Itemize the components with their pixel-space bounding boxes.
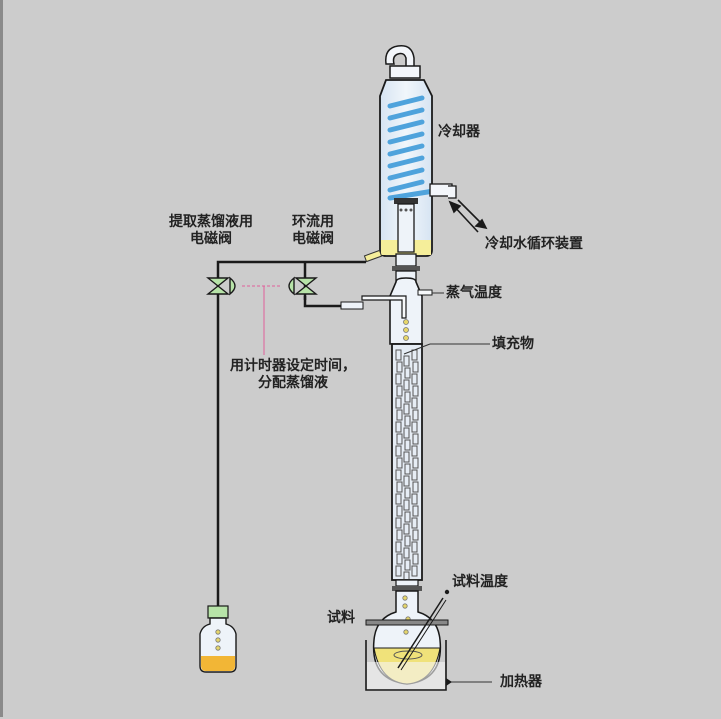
- packing-ring: [395, 541, 402, 553]
- distillation-head: [361, 277, 433, 345]
- label-extract-valve-line2: 电磁阀: [190, 231, 232, 247]
- packing-ring: [411, 541, 418, 553]
- label-reflux-valve: 环流用 电磁阀: [278, 214, 348, 248]
- packing-ring: [411, 421, 418, 433]
- packing-ring: [412, 457, 419, 469]
- packing-ring: [403, 523, 410, 535]
- packing-ring: [403, 403, 410, 415]
- packing-ring: [396, 409, 403, 421]
- packing-ring: [412, 361, 419, 373]
- heater-rim: [365, 619, 449, 626]
- cooling-coil: [387, 95, 443, 201]
- packing-ring: [403, 355, 410, 367]
- packing-ring: [404, 367, 411, 379]
- packing-ring: [403, 379, 410, 391]
- packing-ring: [396, 361, 403, 373]
- label-packing: 填充物: [492, 336, 534, 352]
- packing-ring: [411, 469, 418, 481]
- packing-ring: [395, 493, 402, 505]
- reflux-inlet: [340, 301, 364, 310]
- packing-ring: [404, 535, 411, 547]
- packing-ring: [395, 421, 402, 433]
- packing-rings: [395, 349, 419, 583]
- packed-column: [391, 343, 423, 591]
- cooling-water-connector: [429, 183, 457, 199]
- label-extract-valve: 提取蒸馏液用 电磁阀: [146, 214, 276, 248]
- packing-ring: [396, 433, 403, 445]
- label-extract-valve-line1: 提取蒸馏液用: [169, 214, 253, 230]
- receiver-bottle: [199, 605, 237, 673]
- packing-ring: [395, 565, 402, 577]
- packing-ring: [395, 469, 402, 481]
- packing-ring: [412, 385, 419, 397]
- sample-thermometer: [397, 589, 450, 671]
- packing-ring: [403, 475, 410, 487]
- heater-arrow: [446, 678, 452, 686]
- packing-ring: [395, 517, 402, 529]
- packing-ring: [395, 397, 402, 409]
- packing-ring: [396, 481, 403, 493]
- packing-ring: [396, 457, 403, 469]
- packing-ring: [404, 463, 411, 475]
- packing-ring: [412, 433, 419, 445]
- label-sample: 试料: [327, 610, 355, 626]
- packing-ring: [395, 373, 402, 385]
- packing-ring: [403, 499, 410, 511]
- packing-ring: [403, 451, 410, 463]
- piping: [216, 260, 366, 606]
- packing-ring: [404, 559, 411, 571]
- packing-ring: [404, 415, 411, 427]
- label-timer: 用计时器设定时间， 分配蒸馏液: [218, 358, 368, 392]
- packing-ring: [411, 565, 418, 577]
- condenser: [379, 79, 443, 257]
- packing-ring: [411, 517, 418, 529]
- timer-link: [242, 285, 282, 355]
- label-vapor-temp: 蒸气温度: [446, 285, 502, 301]
- label-timer-line2: 分配蒸馏液: [258, 375, 328, 391]
- packing-ring: [412, 505, 419, 517]
- leader-lines: [403, 292, 492, 683]
- packing-ring: [403, 547, 410, 559]
- packing-ring: [396, 529, 403, 541]
- label-condenser: 冷却器: [438, 124, 480, 140]
- label-reflux-valve-line1: 环流用: [292, 214, 334, 230]
- packing-ring: [404, 391, 411, 403]
- extract-solenoid-valve[interactable]: [206, 276, 236, 296]
- packing-ring: [412, 529, 419, 541]
- heater: [365, 640, 447, 691]
- packing-ring: [411, 373, 418, 385]
- packing-ring: [396, 505, 403, 517]
- reflux-solenoid-valve[interactable]: [288, 276, 318, 296]
- packing-ring: [412, 481, 419, 493]
- label-cooling-water: 冷却水循环装置: [485, 236, 583, 252]
- condenser-outlet: [363, 249, 383, 263]
- label-heater: 加热器: [500, 674, 542, 690]
- cooling-water-arrows: [448, 199, 488, 233]
- packing-ring: [395, 349, 402, 361]
- packing-ring: [404, 439, 411, 451]
- condenser-outlet-hook: [385, 45, 421, 79]
- packing-ring: [411, 445, 418, 457]
- packing-ring: [404, 511, 411, 523]
- packing-ring: [403, 427, 410, 439]
- packing-ring: [395, 445, 402, 457]
- packing-ring: [411, 397, 418, 409]
- label-timer-line1: 用计时器设定时间，: [230, 358, 356, 374]
- column-joint-top: [392, 253, 420, 282]
- label-reflux-valve-line2: 电磁阀: [292, 231, 334, 247]
- packing-ring: [411, 493, 418, 505]
- packing-ring: [396, 553, 403, 565]
- packing-ring: [412, 553, 419, 565]
- packing-ring: [396, 385, 403, 397]
- label-sample-temp: 试料温度: [452, 574, 508, 590]
- packing-ring: [412, 409, 419, 421]
- packing-ring: [404, 487, 411, 499]
